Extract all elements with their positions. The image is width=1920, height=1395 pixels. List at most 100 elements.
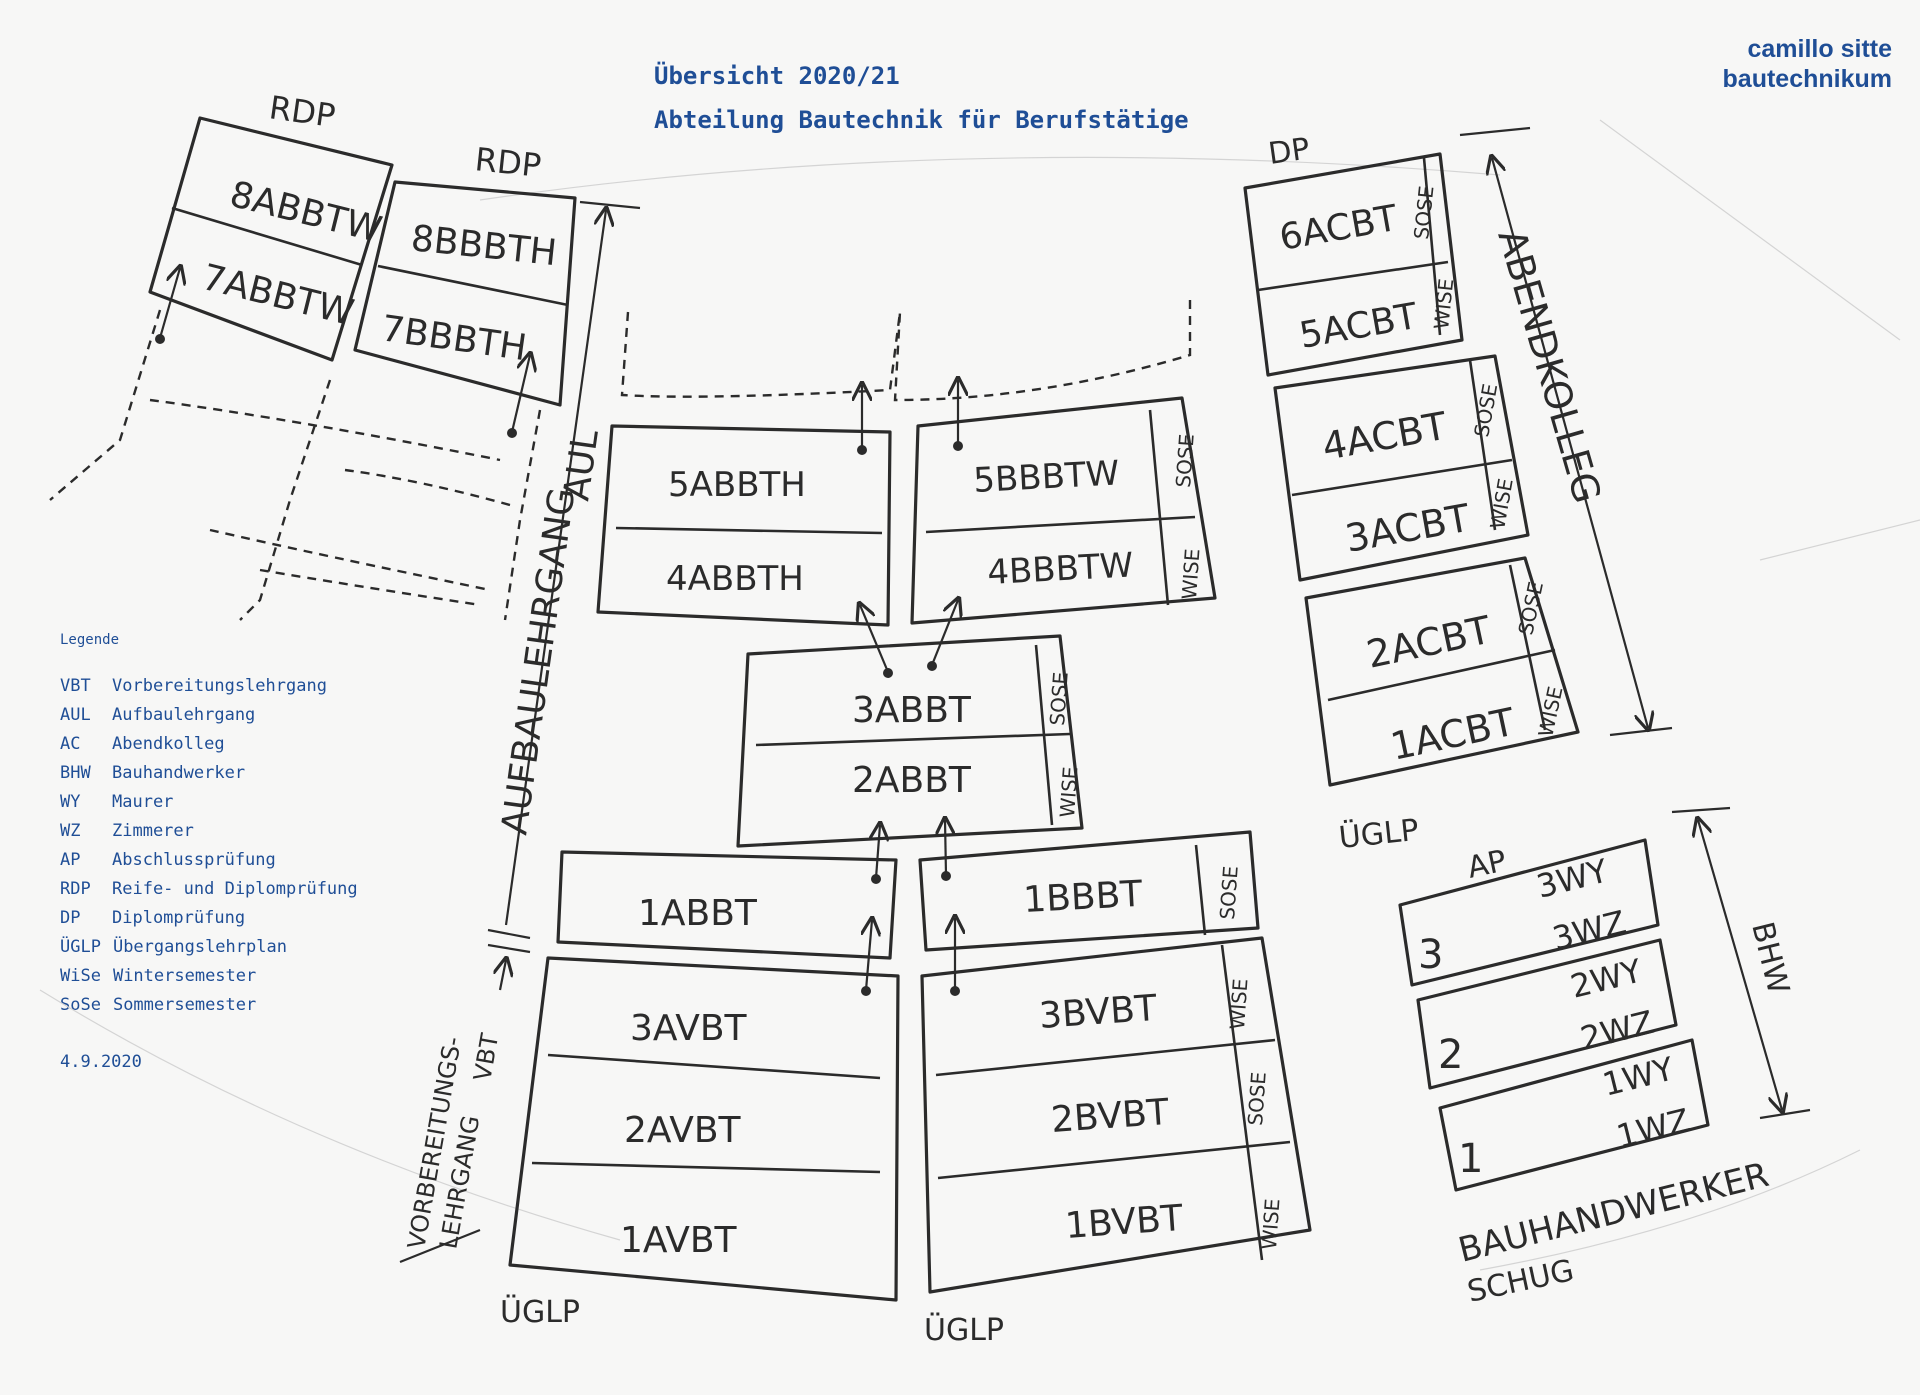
class-1avbt: 1AVBT (620, 1220, 738, 1261)
class-2bvbt: 2BVBT (1050, 1092, 1171, 1141)
logo-line-2: bautechnikum (1722, 65, 1892, 93)
class-2abbt: 2ABBT (852, 760, 972, 801)
box-2wy (1416, 938, 1678, 1090)
legend-title: Legende (60, 632, 120, 648)
class-5bbbtw: 5BBBTW (972, 453, 1120, 501)
label-bhw: BHW (1744, 918, 1796, 997)
class-boxes (148, 116, 1710, 1302)
arrow-origin-dots (155, 334, 963, 996)
legend-item: AC Abendkolleg (60, 734, 358, 763)
box-rdp-right (353, 180, 577, 407)
legend-item: AUL Aufbaulehrgang (60, 705, 358, 734)
legend-abbr: AUL (60, 705, 91, 725)
label-uglp-right: ÜGLP (1337, 812, 1420, 856)
wise-4bbbtw: WISE (1177, 548, 1205, 601)
legend-text: Aufbaulehrgang (112, 705, 256, 725)
dashed-future-blocks (49, 300, 1192, 621)
logo: camillo sitte bautechnikum (1723, 34, 1892, 94)
legend-item: SoSe Sommersemester (60, 995, 358, 1024)
label-dp: DP (1266, 132, 1312, 172)
legend-text: Wintersemester (112, 966, 257, 986)
box-1wy (1438, 1038, 1710, 1192)
logo-line-1: camillo sitte (1747, 35, 1893, 63)
legend-abbr: VBT (60, 676, 91, 696)
class-1bbbt: 1BBBT (1022, 874, 1144, 921)
header-subtitle: Abteilung Bautechnik für Berufstätige (654, 106, 1189, 134)
legend-abbr: SoSe (60, 995, 101, 1015)
legend-text: Abschlussprüfung (112, 850, 276, 870)
label-aufbaulehrgang: AUFBAULEHRGANG (494, 485, 583, 837)
legend-text: Zimmerer (112, 821, 194, 841)
legend-abbr: ÜGLP (60, 937, 101, 957)
wise-1bvbt: WISE (1257, 1198, 1285, 1251)
year-2: 2 (1438, 1032, 1463, 1078)
class-4bbbtw: 4BBBTW (986, 545, 1134, 593)
label-vbt-abbr: VBT (468, 1031, 504, 1083)
label-bauhandwerker: BAUHANDWERKER (1455, 1155, 1773, 1271)
box-1abbt (556, 850, 898, 960)
sose-3abbt: SOSE (1045, 671, 1073, 726)
legend-text: Bauhandwerker (112, 763, 246, 783)
class-3bvbt: 3BVBT (1038, 988, 1159, 1037)
legend-abbr: WiSe (60, 966, 101, 986)
legend-abbr: DP (60, 908, 81, 928)
class-2wz: 2WZ (1577, 1003, 1658, 1058)
wise-2abbt: WISE (1055, 766, 1083, 819)
sose-5bbbtw: SOSE (1171, 433, 1199, 488)
wise-1acbt: WISE (1533, 684, 1567, 739)
legend-date: 4.9.2020 (60, 1052, 142, 1072)
class-3abbt: 3ABBT (852, 690, 972, 731)
sose-1bbbt: SOSE (1215, 865, 1243, 920)
label-rdp-right: RDP (473, 140, 543, 185)
class-6acbt: 6ACBT (1276, 198, 1401, 259)
box-bvbt (920, 936, 1312, 1294)
sose-2bvbt: SOSE (1243, 1071, 1271, 1126)
class-2avbt: 2AVBT (624, 1110, 742, 1151)
legend-text: Reife- und Diplomprüfung (112, 879, 358, 899)
year-3: 3 (1418, 932, 1443, 978)
class-5abbth: 5ABBTH (668, 465, 806, 505)
class-4acbt: 4ACBT (1319, 404, 1451, 469)
wise-3acbt: WISE (1485, 476, 1517, 530)
header-title: Übersicht 2020/21 (654, 62, 900, 90)
legend-abbr: BHW (60, 763, 91, 783)
legend-item: RDP Reife- und Diplomprüfung (60, 879, 358, 908)
box-avbt (508, 956, 900, 1302)
label-ap: AP (1464, 844, 1509, 886)
legend-text: Übergangslehrplan (112, 937, 287, 957)
legend-abbr: AC (60, 734, 81, 754)
box-rdp-left (148, 116, 394, 362)
label-rdp-left: RDP (267, 88, 338, 135)
label-abendkolleg: ABENDKOLLEG (1489, 224, 1609, 508)
legend-text: Sommersemester (112, 995, 257, 1015)
legend-text: Diplomprüfung (112, 908, 246, 928)
class-1wy: 1WY (1599, 1049, 1678, 1103)
class-7bbbth: 7BBBTH (379, 308, 529, 369)
legend-abbr: AP (60, 850, 81, 870)
legend-abbr: WZ (60, 821, 81, 841)
label-uglp-center: ÜGLP (924, 1312, 1004, 1348)
legend-abbr: WY (60, 792, 81, 812)
dimension-lines (399, 126, 1811, 1264)
legend-abbr: RDP (60, 879, 91, 899)
box-5bbbtw (910, 396, 1217, 625)
class-1wz: 1WZ (1613, 1101, 1694, 1156)
class-3wy: 3WY (1533, 851, 1612, 905)
legend-item: ÜGLP Übergangslehrplan (60, 937, 358, 966)
class-1bvbt: 1BVBT (1064, 1198, 1185, 1247)
class-3avbt: 3AVBT (630, 1008, 748, 1049)
class-8abbtw: 8ABBTW (226, 174, 386, 251)
class-8bbbth: 8BBBTH (409, 218, 559, 274)
sose-2acbt: SOSE (1513, 579, 1548, 637)
legend-text: Abendkolleg (112, 734, 225, 754)
class-7abbtw: 7ABBTW (198, 257, 358, 334)
class-4abbth: 4ABBTH (666, 559, 804, 599)
box-3abbt (736, 634, 1084, 848)
legend-item: AP Abschlussprüfung (60, 850, 358, 879)
header: Übersicht 2020/21 Abteilung Bautechnik f… (654, 54, 1189, 142)
box-5abbth (596, 424, 892, 627)
class-5acbt: 5ACBT (1296, 296, 1421, 357)
progression-arrows (158, 268, 958, 991)
